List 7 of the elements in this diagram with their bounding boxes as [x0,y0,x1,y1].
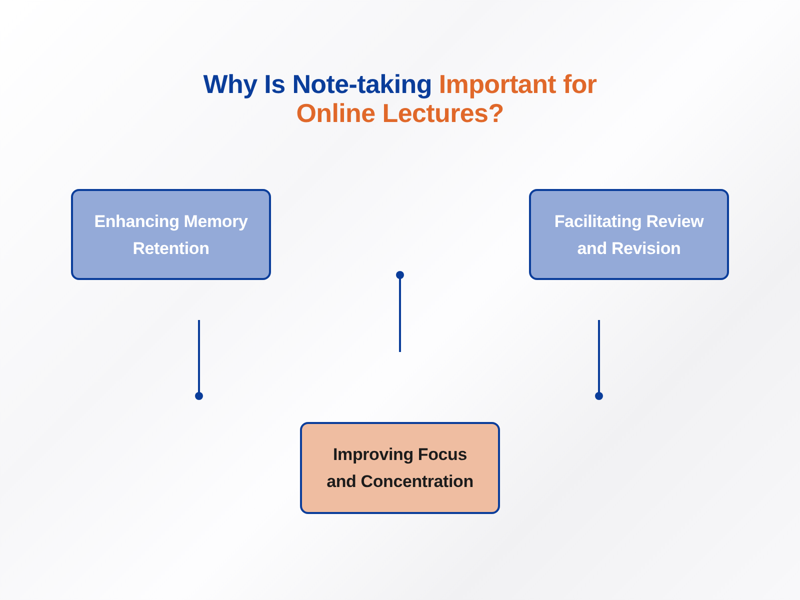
topic-text: Facilitating Review and Revision [553,210,705,260]
topic-box [300,422,500,514]
topic-text: Improving Focus and Concentration [326,444,474,493]
topic-box [529,189,729,280]
title: Why Is Note-taking Important for Online Lectures? [202,70,598,128]
topic-text: Enhancing Memory Retention [93,210,249,260]
topic-box [71,189,271,280]
